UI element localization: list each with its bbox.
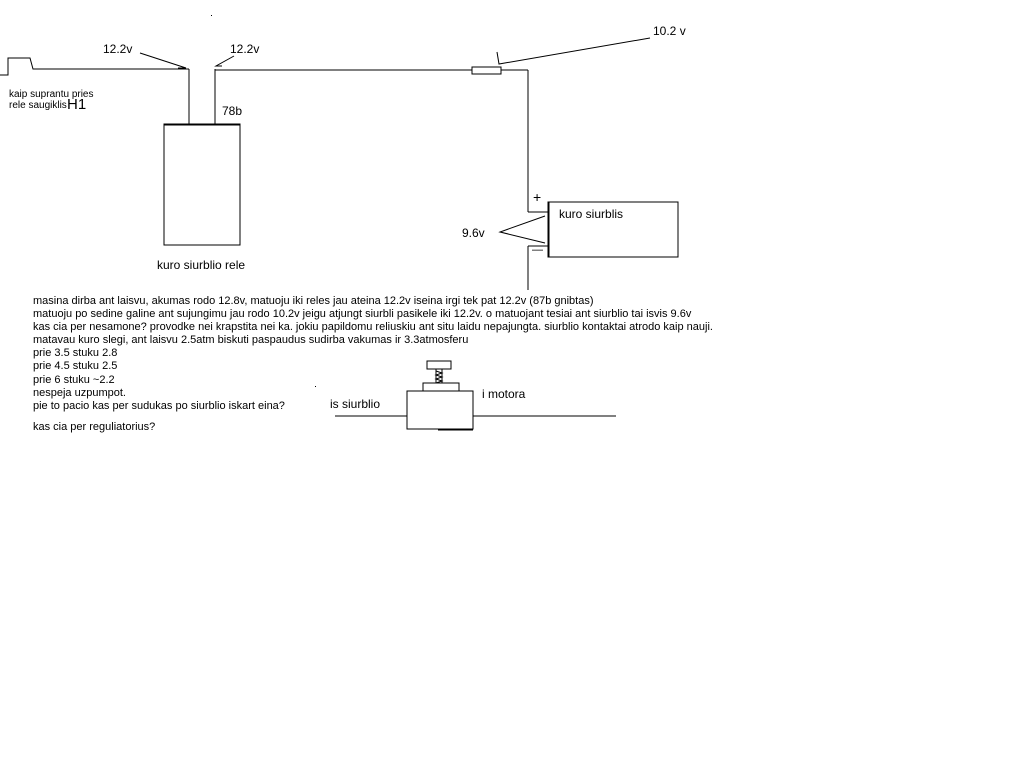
note-line: kas cia per nesamone? provodke nei kraps… [33, 321, 713, 334]
regulator-out-label: i motora [482, 387, 526, 401]
note-line: matuoju po sedine galine ant sujungimu j… [33, 308, 692, 321]
note-line: pie to pacio kas per sudukas po siurblio… [33, 399, 285, 412]
relay-box [163, 123, 241, 246]
voltage-label-fuse: 10.2 v [653, 24, 686, 38]
fuse-name: H1 [67, 96, 87, 113]
regulator-cap [422, 382, 460, 392]
reg-spring-hatch [434, 370, 444, 384]
stray-dot [211, 15, 212, 16]
note-line: matavau kuro slegi, ant laisvu 2.5atm bi… [33, 334, 469, 347]
regulator-in-label: is siurblio [330, 397, 381, 411]
question-line: kas cia per reguliatorius? [33, 420, 156, 433]
arrow-right [214, 55, 235, 67]
notes-block: masina dirba ant laisvu, akumas rodo 12.… [33, 295, 713, 434]
feed-wire-left [0, 57, 189, 76]
arrow-left [139, 52, 187, 69]
voltage-label-left: 12.2v [103, 42, 133, 56]
fuse-note-line1: kaip suprantu pries [9, 89, 94, 100]
voltage-label-pump: 9.6v [462, 226, 485, 240]
note-line: nespeja uzpumpot. [33, 386, 126, 399]
plus-sign: + [533, 189, 542, 205]
regulator-knob [426, 360, 452, 370]
note-line: prie 6 stuku ~2.2 [33, 373, 115, 386]
arrow-fuse [496, 37, 651, 65]
fuse-h1 [471, 66, 502, 75]
note-line: masina dirba ant laisvu, akumas rodo 12.… [33, 295, 594, 307]
note-line: prie 3.5 stuku 2.8 [33, 347, 118, 360]
pump-label: kuro siurblis [559, 207, 624, 221]
fuse-note-line2: rele saugiklis [9, 100, 67, 111]
terminal-label: 78b [222, 104, 243, 118]
minus-sign: — [532, 244, 543, 256]
probe-wedge [498, 215, 546, 244]
voltage-label-right: 12.2v [230, 42, 260, 56]
note-line: prie 4.5 stuku 2.5 [33, 360, 118, 373]
relay-label: kuro siurblio rele [157, 258, 246, 272]
stray-dot-2 [315, 386, 316, 387]
